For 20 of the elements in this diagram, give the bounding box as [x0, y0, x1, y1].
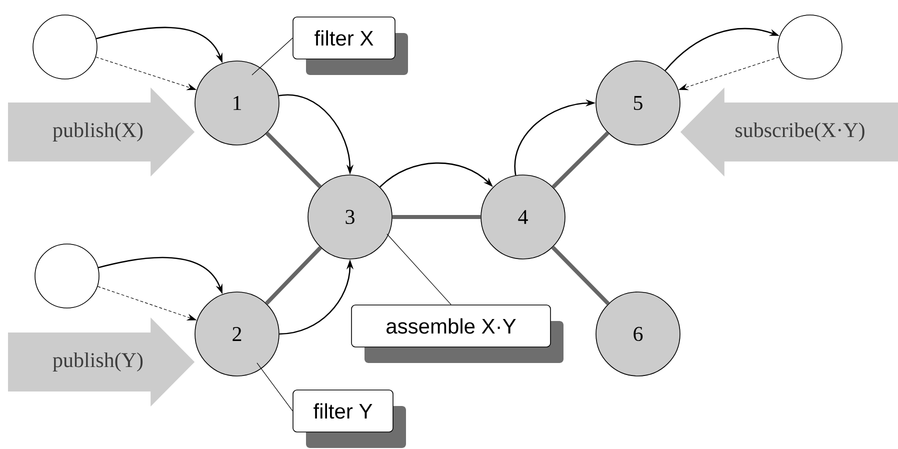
callout-box: assemble X·Y: [351, 304, 564, 363]
leader-line: [386, 234, 452, 305]
leader-line: [256, 362, 293, 412]
block-arrow: [680, 88, 898, 176]
connector-line: [265, 132, 322, 188]
leader-line: [252, 38, 293, 76]
connector-line: [265, 246, 322, 305]
connector-line: [551, 246, 610, 306]
edge-label: publish(X): [52, 122, 143, 142]
empty-circle: [34, 244, 100, 308]
edge-label: publish(Y): [52, 352, 143, 372]
edge-label: subscribe(X·Y): [736, 122, 864, 142]
callout-box: filter Y: [292, 390, 406, 448]
empty-circle: [778, 14, 842, 80]
block-arrow: [8, 317, 195, 406]
empty-circle: [32, 14, 98, 80]
connector-line: [552, 131, 610, 189]
connector-line: [392, 215, 481, 219]
block-arrow: [8, 88, 195, 176]
callout-box: filter X: [292, 16, 408, 75]
